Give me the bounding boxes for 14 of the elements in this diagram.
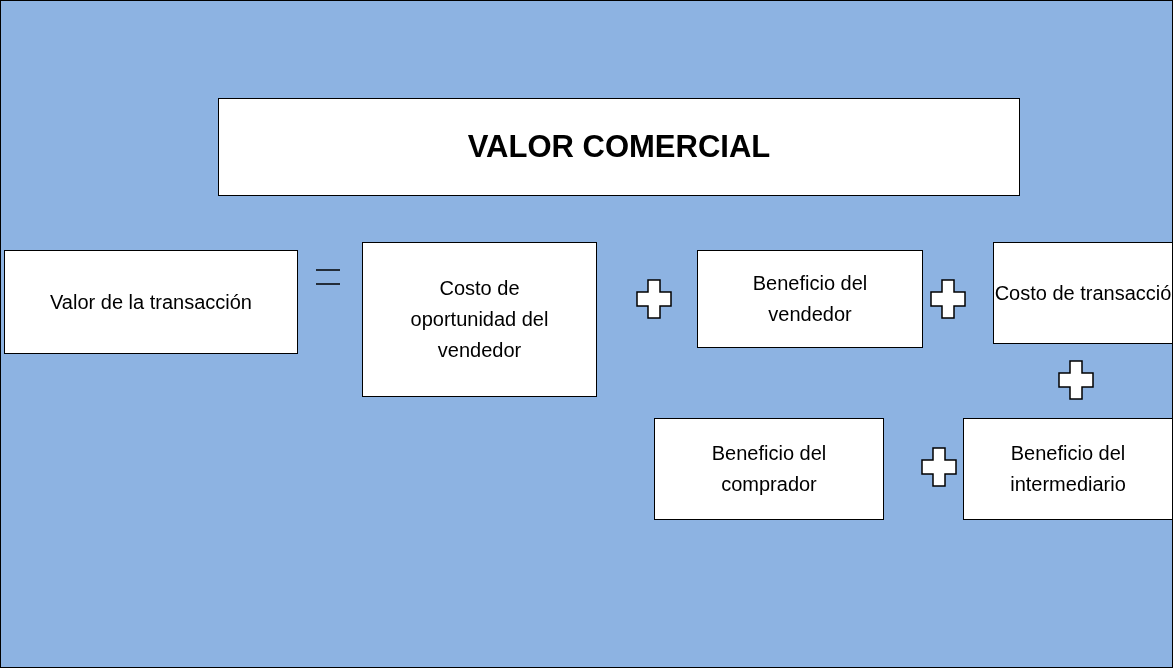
title-text: VALOR COMERCIAL — [467, 127, 771, 166]
term-box — [654, 418, 884, 520]
term-box — [362, 242, 597, 397]
title-box — [218, 98, 1020, 196]
term-text: Costo de transacció — [994, 280, 1172, 306]
term-box — [4, 250, 298, 354]
term-text: Valor de la transacción — [50, 289, 252, 315]
term-text: Beneficio del intermediario — [1009, 441, 1127, 497]
term-box — [697, 250, 923, 348]
term-text: Beneficio del vendedor — [751, 271, 869, 327]
term-text: Costo de oportunidad del vendedor — [409, 276, 550, 363]
term-box — [963, 418, 1173, 520]
term-text: Beneficio del comprador — [710, 441, 828, 497]
term-box — [993, 242, 1173, 344]
